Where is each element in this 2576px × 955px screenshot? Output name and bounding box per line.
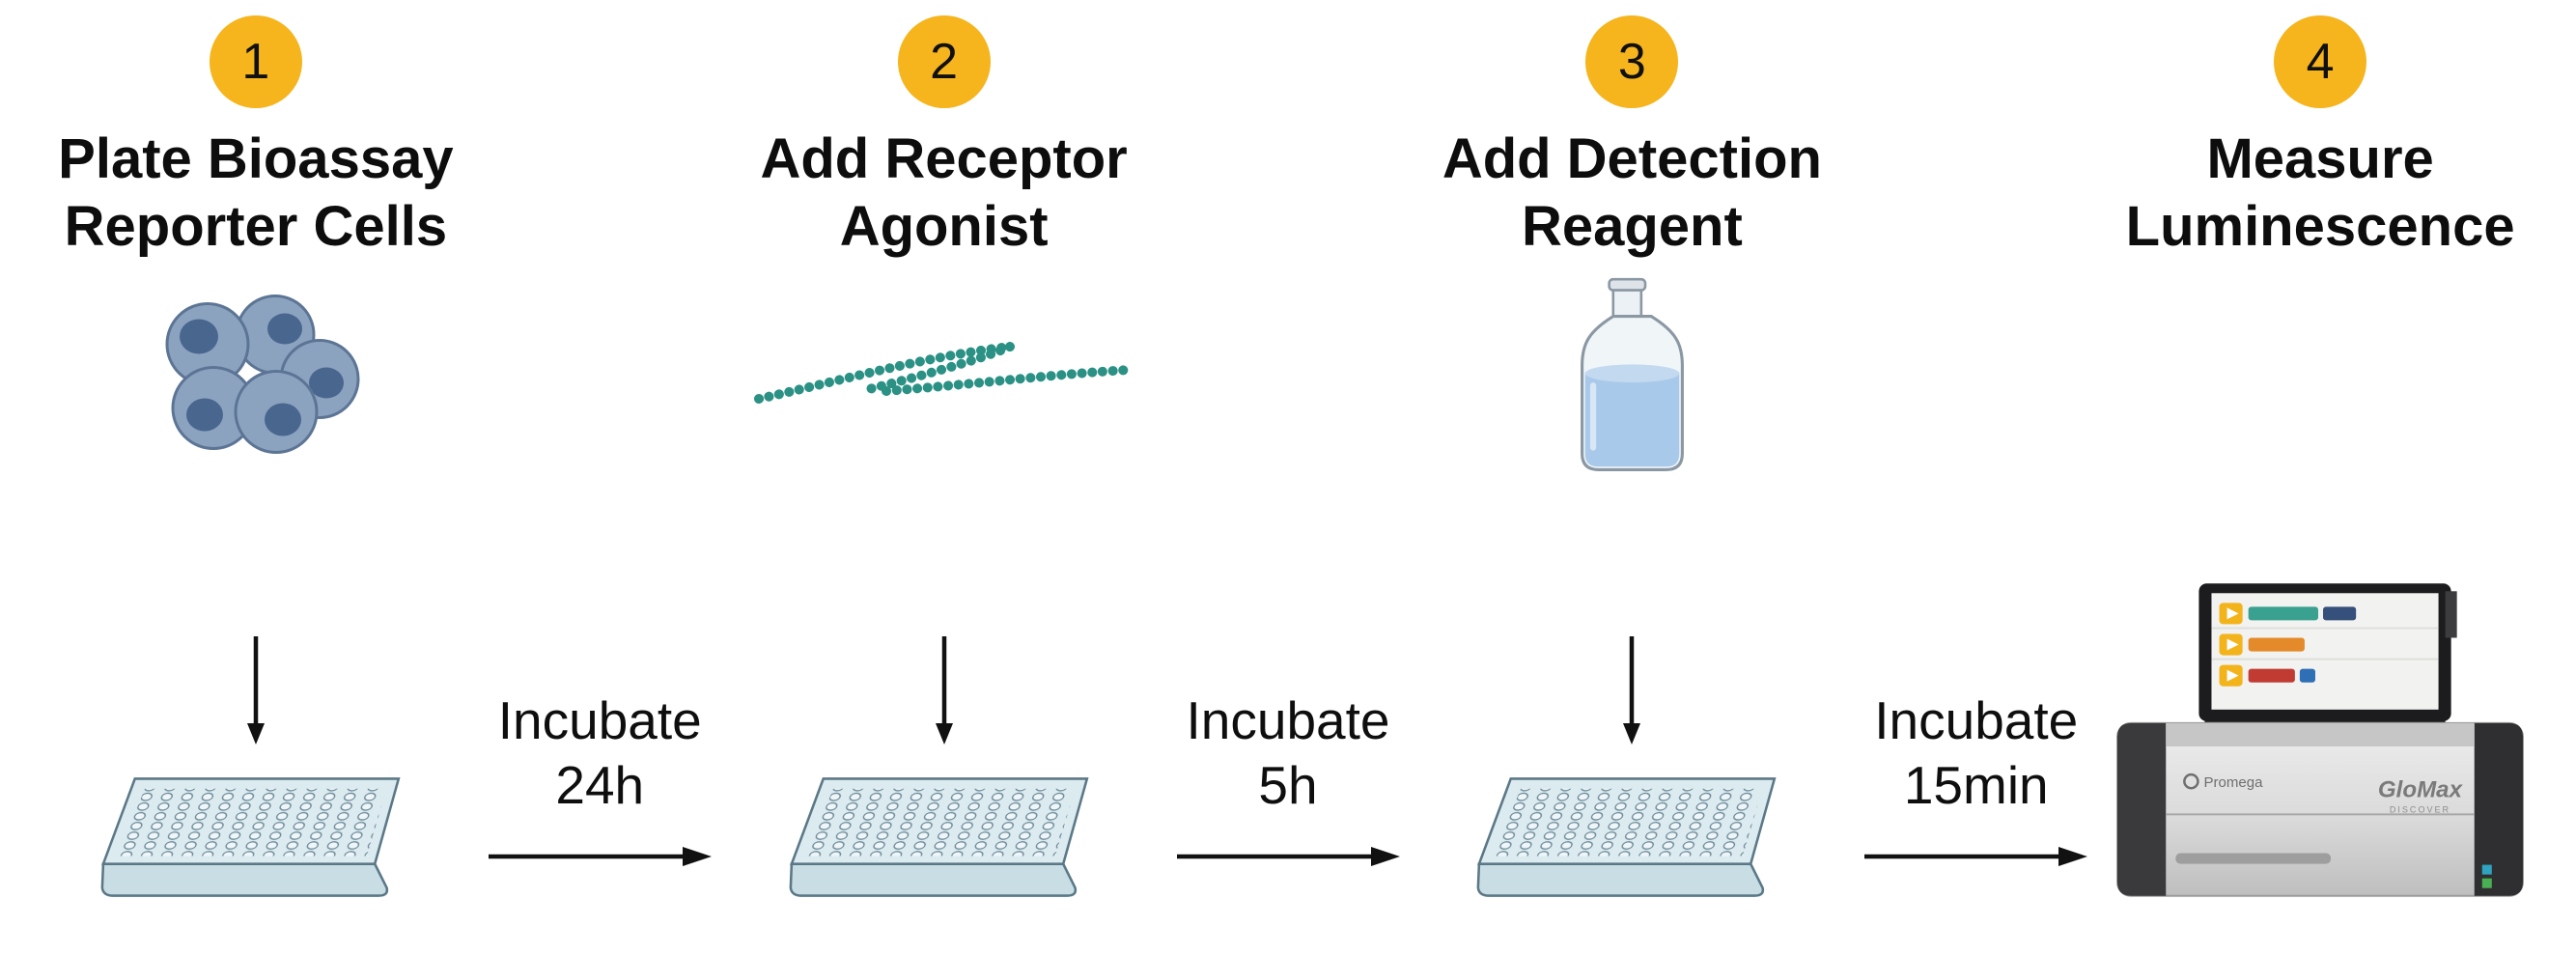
right-arrow-icon	[1864, 847, 2088, 866]
step-1-number-badge: 1	[209, 15, 302, 108]
luminometer-icon: Promega GloMax DISCOVER	[2112, 577, 2529, 913]
step-1-title-line2: Reporter Cells	[64, 194, 448, 258]
transition-1-label-line1: Incubate	[497, 689, 702, 750]
step-3-icon-zone	[1567, 260, 1697, 501]
step-4: 4 Measure Luminescence	[2089, 0, 2551, 955]
step-2-microplate-icon	[775, 763, 1113, 916]
step-4-number: 4	[2306, 34, 2335, 90]
step-4-number-badge: 4	[2274, 15, 2367, 108]
step-1-title: Plate Bioassay Reporter Cells	[58, 126, 453, 260]
device-model-label: GloMax	[2378, 776, 2464, 802]
device-brand-label: Promega	[2204, 774, 2264, 791]
step-1-icon-zone	[140, 260, 372, 501]
step-4-title: Measure Luminescence	[2126, 126, 2515, 260]
transition-3: Incubate 15min	[1862, 0, 2089, 955]
transition-1: Incubate 24h	[487, 0, 714, 955]
transition-1-label-line2: 24h	[555, 754, 645, 815]
step-2-number-badge: 2	[897, 15, 991, 108]
step-2-title-line2: Agonist	[839, 194, 1049, 258]
transition-1-label: Incubate 24h	[498, 688, 702, 818]
step-1: 1 Plate Bioassay Reporter Cells	[25, 0, 487, 955]
cell-cluster-icon	[165, 294, 360, 454]
step-1-title-line1: Plate Bioassay	[58, 127, 454, 190]
step-2-down-arrow	[932, 636, 957, 749]
step-2-title: Add Receptor Agonist	[760, 126, 1127, 260]
step-3-number: 3	[1617, 34, 1646, 90]
step-3-title-line2: Reagent	[1521, 194, 1743, 258]
transition-2-label: Incubate 5h	[1186, 688, 1389, 818]
step-1-body	[25, 260, 487, 955]
step-3-microplate-icon	[1463, 763, 1801, 916]
step-3-title: Add Detection Reagent	[1442, 126, 1822, 260]
right-arrow-icon	[1176, 847, 1400, 866]
reagent-bottle-icon	[1580, 278, 1684, 472]
right-arrow-icon	[488, 847, 712, 866]
step-4-title-line1: Measure	[2206, 127, 2434, 190]
step-2-number: 2	[930, 34, 959, 90]
transition-2-label-line1: Incubate	[1186, 689, 1390, 750]
transition-2: Incubate 5h	[1175, 0, 1402, 955]
step-1-microplate-icon	[87, 763, 425, 916]
agonist-bead-chain-icon	[753, 342, 1134, 405]
step-4-body: Promega GloMax DISCOVER	[2089, 260, 2551, 955]
transition-3-label-line2: 15min	[1903, 754, 2049, 815]
transition-2-label-line2: 5h	[1258, 754, 1318, 815]
step-2-icon-zone	[751, 260, 1137, 501]
step-3-number-badge: 3	[1585, 15, 1679, 108]
step-1-number: 1	[241, 34, 270, 90]
step-3-title-line1: Add Detection	[1442, 127, 1822, 190]
step-4-title-line2: Luminescence	[2125, 194, 2515, 258]
step-2-body	[714, 260, 1175, 955]
step-3: 3 Add Detection Reagent	[1402, 0, 1863, 955]
step-3-down-arrow	[1619, 636, 1644, 749]
step-1-down-arrow	[243, 636, 268, 749]
transition-3-label: Incubate 15min	[1874, 688, 2078, 818]
device-sub-label: DISCOVER	[2390, 804, 2450, 814]
step-3-body	[1402, 260, 1863, 955]
transition-3-label-line1: Incubate	[1874, 689, 2079, 750]
step-2-title-line1: Add Receptor	[760, 127, 1128, 190]
step-2: 2 Add Receptor Agonist	[714, 0, 1175, 955]
